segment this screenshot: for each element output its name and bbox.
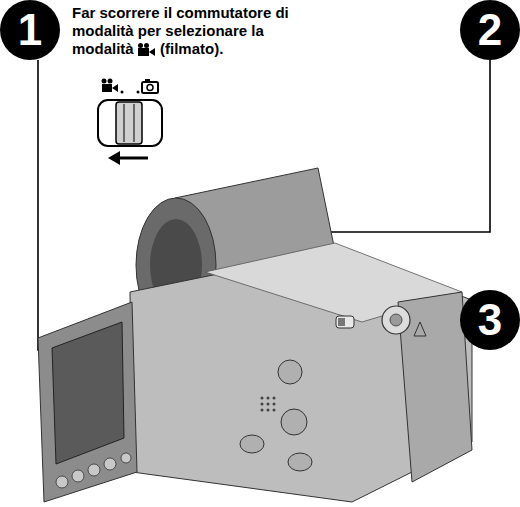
movie-icon: [138, 43, 156, 57]
callout-number: 1: [0, 0, 60, 60]
mode-switch-icon: [98, 79, 162, 166]
instruction-text: (filmato).: [160, 40, 223, 57]
callout-number: 3: [460, 290, 520, 350]
callout-number: 2: [460, 0, 520, 60]
instruction-text: Far scorrere il commutatore di modalità …: [72, 4, 312, 58]
